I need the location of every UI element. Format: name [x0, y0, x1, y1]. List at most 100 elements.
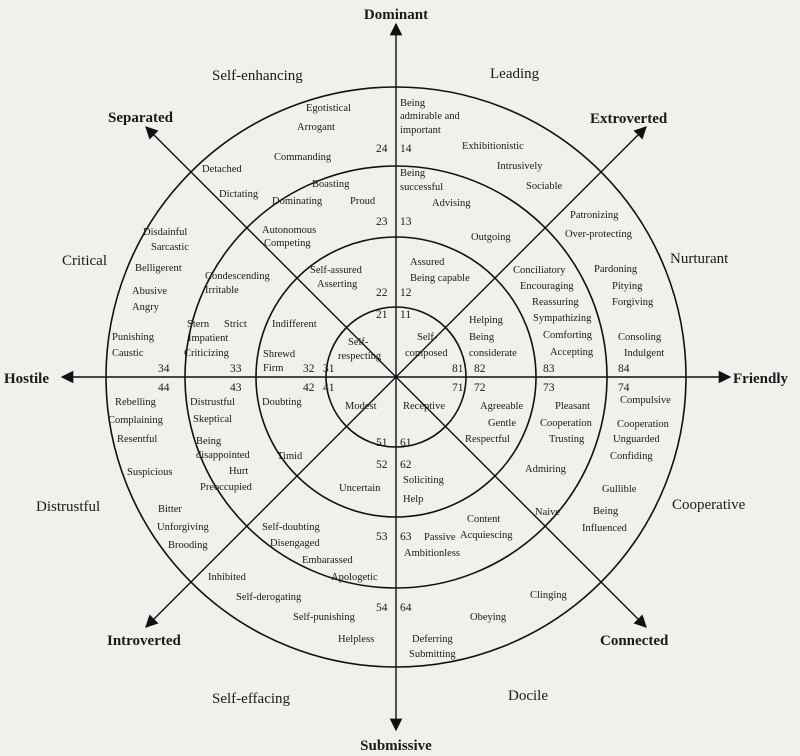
octant-labels: Self-enhancing Leading Critical Nurturan…: [36, 66, 746, 707]
trait-word: Disdainful: [143, 227, 187, 238]
octant-cooperative: Cooperative: [672, 497, 746, 513]
trait-word: Self-: [417, 332, 438, 343]
pole-separated: Separated: [108, 110, 174, 126]
trait-word: Self-doubting: [262, 522, 320, 533]
trait-words: Egotistical Arrogant Being admirable and…: [108, 98, 671, 660]
diagonal-axis-2: [145, 126, 647, 628]
trait-word: Stern: [187, 319, 210, 330]
segment-number: 22: [376, 287, 388, 299]
trait-word: Gentle: [488, 418, 516, 429]
trait-word: Self-: [348, 337, 369, 348]
segment-number: 12: [400, 287, 412, 299]
segment-number: 72: [474, 382, 486, 394]
trait-word: Sociable: [526, 181, 562, 192]
pole-hostile: Hostile: [4, 371, 49, 387]
trait-word: Encouraging: [520, 281, 574, 292]
trait-word: Outgoing: [471, 232, 511, 243]
trait-word: Disengaged: [270, 538, 320, 549]
trait-word: Embarassed: [302, 555, 353, 566]
trait-word: Uncertain: [339, 483, 381, 494]
trait-word: Ambitionless: [404, 548, 460, 559]
trait-word: Hurt: [229, 466, 248, 477]
trait-word: Being: [196, 436, 222, 447]
segment-number: 33: [230, 363, 242, 375]
trait-word: Timid: [277, 451, 303, 462]
trait-word: Being capable: [410, 273, 470, 284]
trait-word: Assured: [410, 257, 445, 268]
trait-word: Dictating: [219, 189, 259, 200]
pole-submissive: Submissive: [360, 738, 432, 754]
trait-word: Unguarded: [613, 434, 660, 445]
trait-word: Reassuring: [532, 297, 579, 308]
octant-leading: Leading: [490, 66, 540, 82]
trait-word: Resentful: [117, 434, 157, 445]
segment-number: 32: [303, 363, 315, 375]
trait-word: considerate: [469, 348, 517, 359]
segment-number: 74: [618, 382, 630, 394]
pole-friendly: Friendly: [733, 371, 788, 387]
trait-word: Confiding: [610, 451, 653, 462]
segment-number: 73: [543, 382, 555, 394]
trait-word: Distrustful: [190, 397, 235, 408]
trait-word: Self-punishing: [293, 612, 356, 623]
trait-word: Egotistical: [306, 103, 351, 114]
octant-self-effacing: Self-effacing: [212, 691, 291, 707]
trait-word: Modest: [345, 401, 377, 412]
octant-self-enhancing: Self-enhancing: [212, 68, 303, 84]
trait-word: Asserting: [317, 279, 358, 290]
trait-word: Irritable: [205, 285, 239, 296]
trait-word: Punishing: [112, 332, 155, 343]
trait-word: Submitting: [409, 649, 456, 660]
trait-word: Clinging: [530, 590, 568, 601]
trait-word: Help: [403, 494, 423, 505]
trait-word: Self-assured: [310, 265, 363, 276]
segment-numbers: 24 14 23 13 22 12 21 11 34 33 32 31 44 4…: [158, 143, 630, 614]
trait-word: Strict: [224, 319, 247, 330]
octant-nurturant: Nurturant: [670, 251, 729, 267]
trait-word: Belligerent: [135, 263, 182, 274]
segment-number: 64: [400, 602, 412, 614]
trait-word: Intrusively: [497, 161, 543, 172]
trait-word: Being: [400, 168, 426, 179]
segment-number: 81: [452, 363, 464, 375]
trait-word: Commanding: [274, 152, 332, 163]
trait-word: Soliciting: [403, 475, 445, 486]
segment-number: 83: [543, 363, 555, 375]
trait-word: Cooperation: [617, 419, 670, 430]
trait-word: Brooding: [168, 540, 208, 551]
trait-word: Exhibitionistic: [462, 141, 524, 152]
segment-number: 13: [400, 216, 412, 228]
segment-number: 63: [400, 531, 412, 543]
trait-word: Compulsive: [620, 395, 671, 406]
trait-word: Dominating: [272, 196, 323, 207]
trait-word: Complaining: [108, 415, 164, 426]
trait-word: Impatient: [188, 333, 228, 344]
trait-word: Detached: [202, 164, 242, 175]
trait-word: Respectful: [465, 434, 510, 445]
trait-word: Autonomous: [262, 225, 316, 236]
segment-number: 62: [400, 459, 412, 471]
trait-word: Over-protecting: [565, 229, 633, 240]
trait-word: Abusive: [132, 286, 167, 297]
trait-word: Helping: [469, 315, 504, 326]
trait-word: Receptive: [403, 401, 445, 412]
trait-word: Obeying: [470, 612, 507, 623]
trait-word: Pleasant: [555, 401, 590, 412]
segment-number: 14: [400, 143, 412, 155]
trait-word: Unforgiving: [157, 522, 209, 533]
trait-word: Advising: [432, 198, 471, 209]
trait-word: Passive: [424, 532, 456, 543]
trait-word: Cooperation: [540, 418, 593, 429]
segment-number: 34: [158, 363, 170, 375]
trait-word: Indulgent: [624, 348, 664, 359]
segment-number: 42: [303, 382, 315, 394]
segment-number: 31: [323, 363, 335, 375]
trait-word: Deferring: [412, 634, 454, 645]
trait-word: Criticizing: [184, 348, 230, 359]
segment-number: 71: [452, 382, 464, 394]
trait-word: composed: [405, 348, 448, 359]
trait-word: Being: [593, 506, 619, 517]
octant-critical: Critical: [62, 253, 107, 269]
